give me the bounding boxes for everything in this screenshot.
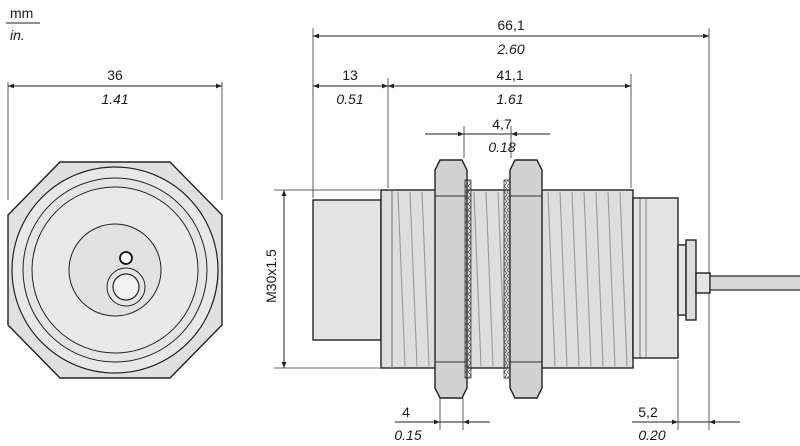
led-indicator-icon — [119, 251, 133, 265]
rear-cap — [632, 197, 679, 359]
nut-gap-in: 0.18 — [488, 139, 515, 155]
unit-mm: mm — [10, 5, 33, 21]
lock-nut-2 — [503, 159, 543, 399]
overall-length-in: 2.60 — [496, 41, 524, 57]
nut-1-serration — [464, 179, 472, 379]
lock-nut-1 — [434, 159, 472, 399]
cable-strain-relief — [695, 272, 711, 294]
thread-length-mm: 41,1 — [496, 67, 523, 83]
unit-in: in. — [10, 27, 25, 43]
nut-thickness-mm: 4 — [402, 404, 410, 420]
overall-length-mm: 66,1 — [497, 17, 524, 33]
front-width-in: 1.41 — [101, 91, 128, 107]
cable-end-mm: 5,2 — [638, 404, 658, 420]
side-view: M30x1.5 66,1 2.60 13 0.51 41,1 1.61 4,7 … — [263, 17, 800, 443]
cable-end-in: 0.20 — [638, 427, 665, 443]
cable — [709, 275, 800, 291]
cap-length-mm: 13 — [342, 67, 358, 83]
sensing-cap — [312, 199, 382, 341]
front-width-mm: 36 — [107, 67, 123, 83]
thread-spec-label: M30x1.5 — [263, 249, 279, 303]
front-view: 36 1.41 — [7, 67, 223, 379]
nut-gap-mm: 4,7 — [492, 116, 512, 132]
thread-lines — [397, 191, 628, 367]
led-housing-inner — [112, 273, 140, 301]
nut-2-serration — [503, 179, 511, 379]
nut-thickness-in: 0.15 — [394, 427, 421, 443]
cable-gland-ring — [677, 244, 687, 316]
units-legend: mm in. — [6, 5, 40, 43]
thread-length-in: 1.61 — [496, 91, 523, 107]
cap-length-in: 0.51 — [336, 91, 363, 107]
cable-gland — [685, 239, 697, 321]
